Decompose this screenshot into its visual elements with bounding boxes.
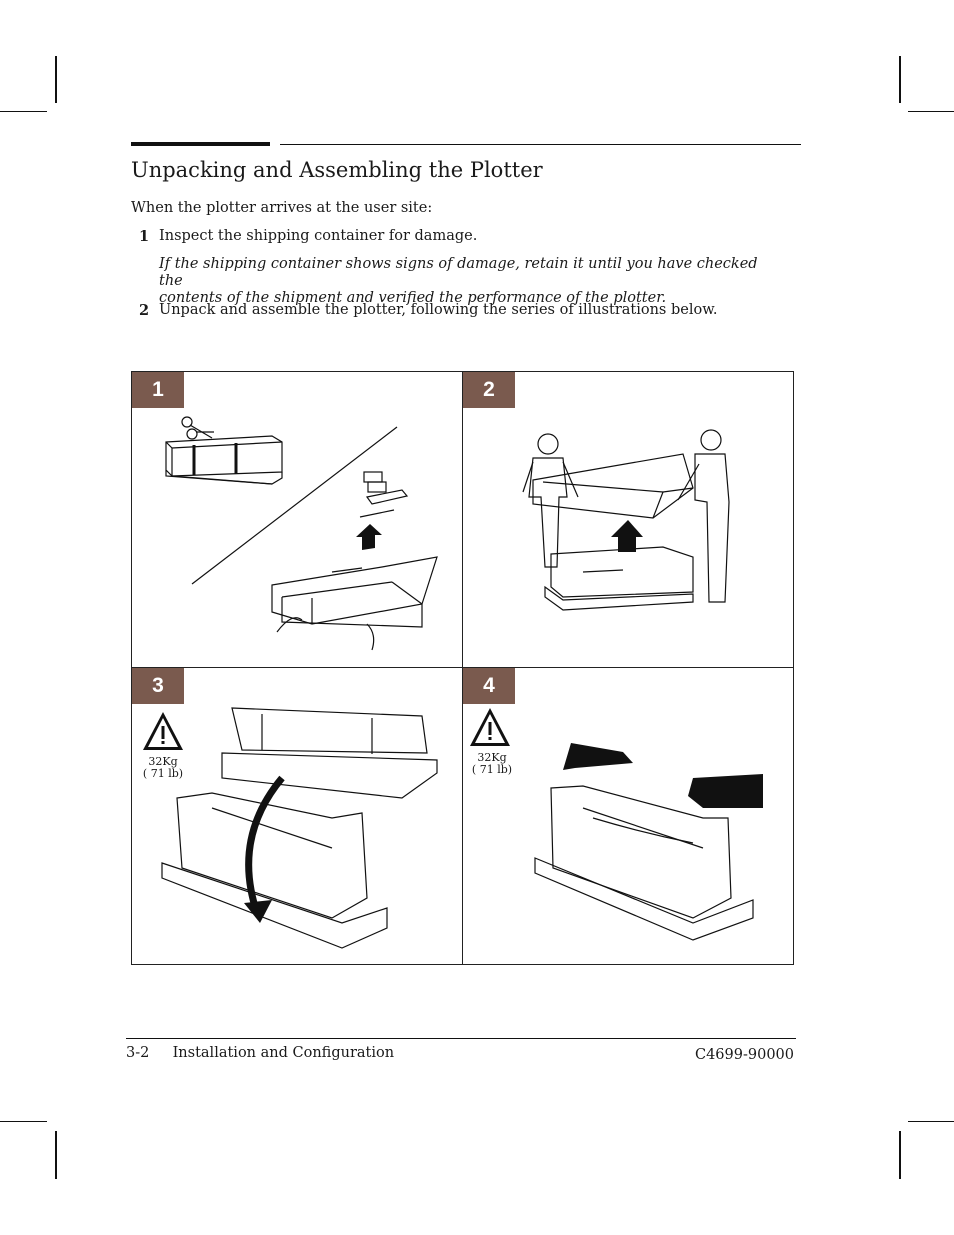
- figure-4: 4 32Kg ( 71 lb): [463, 668, 793, 964]
- grid-divider-v: [462, 372, 463, 964]
- figure-3: 3 32Kg ( 71 lb): [132, 668, 462, 964]
- step-1-text: Inspect the shipping container for damag…: [159, 228, 478, 244]
- figure-3-illustration: [161, 707, 438, 949]
- step-1-number: 1: [139, 228, 150, 245]
- crop-mark-top-right-v: [899, 56, 901, 103]
- figure-1-number: 1: [132, 372, 184, 408]
- figure-4-warning-icon: [470, 708, 510, 746]
- crop-mark-top-right-h: [908, 111, 954, 112]
- footer-page-number: 3-2: [126, 1045, 150, 1061]
- figure-4-weight-kg: 32Kg: [477, 751, 507, 764]
- note-line-2: contents of the shipment and verified th…: [159, 290, 667, 306]
- footer-rule: [126, 1038, 796, 1039]
- note-line-1: If the shipping container shows signs of…: [159, 256, 758, 289]
- page-title: Unpacking and Assembling the Plotter: [131, 158, 543, 182]
- crop-mark-bottom-left-h: [0, 1121, 47, 1122]
- illustration-grid: 1: [131, 371, 794, 965]
- intro-text: When the plotter arrives at the user sit…: [131, 200, 433, 216]
- header-rule-thin: [280, 144, 801, 145]
- footer-part-number: C4699-90000: [694, 1047, 794, 1063]
- grid-divider-h: [132, 667, 793, 668]
- crop-mark-bottom-left-v: [55, 1131, 57, 1179]
- figure-2-number: 2: [463, 372, 515, 408]
- step-1-note: If the shipping container shows signs of…: [159, 256, 779, 307]
- figure-1: 1: [132, 372, 462, 667]
- footer-section: Installation and Configuration: [172, 1045, 395, 1061]
- figure-2: 2: [463, 372, 793, 667]
- figure-3-number: 3: [132, 668, 184, 704]
- figure-4-weight-lb: ( 71 lb): [471, 763, 513, 776]
- step-2-number: 2: [139, 302, 150, 319]
- header-rule-thick: [131, 142, 270, 146]
- figure-2-illustration: [522, 429, 730, 611]
- crop-mark-top-left-v: [55, 56, 57, 103]
- figure-3-weight-kg: 32Kg: [148, 755, 178, 768]
- crop-mark-bottom-right-v: [899, 1131, 901, 1179]
- figure-4-illustration: [534, 743, 763, 941]
- crop-mark-bottom-right-h: [908, 1121, 954, 1122]
- figure-1-illustration: [165, 416, 438, 651]
- step-2-text: Unpack and assemble the plotter, followi…: [159, 302, 718, 318]
- crop-mark-top-left-h: [0, 111, 47, 112]
- figure-4-weight: 32Kg ( 71 lb): [469, 752, 515, 776]
- figure-3-warning-icon: [143, 712, 183, 750]
- footer-left: 3-2 Installation and Configuration: [126, 1045, 394, 1061]
- figure-4-number: 4: [463, 668, 515, 704]
- figure-3-weight-lb: ( 71 lb): [142, 767, 184, 780]
- figure-3-weight: 32Kg ( 71 lb): [140, 756, 186, 780]
